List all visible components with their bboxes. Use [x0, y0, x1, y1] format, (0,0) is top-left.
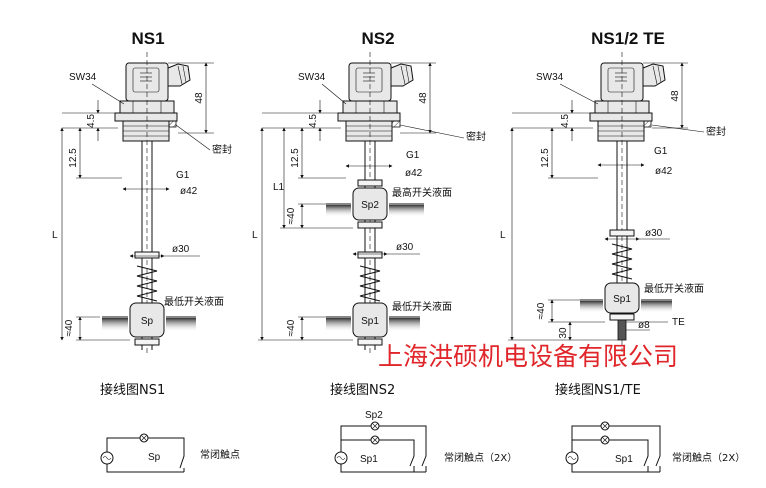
switch-label: Sp1 — [360, 454, 378, 465]
label-g1: G1 — [406, 150, 420, 161]
dim-l: L — [52, 230, 58, 241]
label-sw34: SW34 — [536, 72, 564, 83]
dim-4-5: 4.5 — [86, 114, 97, 128]
switch-label: Sp1 — [615, 454, 633, 465]
float-label: Sp2 — [361, 200, 379, 211]
ac-source-icon — [565, 451, 579, 465]
dim-12-5: 12.5 — [540, 148, 551, 168]
sensor-ns12te: Sp1 48 4.5 12.5 L ≈40 30 ø42 ø30 ø8 TE S… — [500, 52, 726, 352]
contact-label: 常闭触点（2X） — [444, 451, 517, 464]
float-sp — [129, 302, 165, 338]
dia-30: ø30 — [645, 228, 663, 239]
dim-12-5: 12.5 — [290, 148, 301, 168]
flange — [589, 112, 653, 122]
float-label: Sp1 — [361, 316, 379, 327]
dim-4-5: 4.5 — [308, 114, 319, 128]
wiring-caption-ns1te: 接线图NS1/TE — [555, 382, 641, 398]
dim-l1: L1 — [273, 182, 285, 193]
cable-gland — [642, 63, 666, 87]
flange — [114, 112, 178, 122]
flange — [337, 112, 401, 122]
dia-42: ø42 — [180, 186, 198, 197]
dim-40-lower: ≈40 — [286, 319, 297, 336]
title-ns2: NS2 — [361, 29, 394, 48]
sensor-ns1: Sp 48 4.5 12.5 L ≈40 ø42 ø30 SW34 G1 密封 … — [52, 52, 232, 355]
sensor-ns2: Sp2 Sp1 48 4.5 12.5 L1 L ≈40 ≈40 ø — [252, 52, 486, 355]
float-sp1 — [352, 302, 388, 338]
float-sp1 — [604, 282, 640, 314]
dim-l: L — [252, 230, 258, 241]
dim-l: L — [500, 230, 506, 241]
title-ns1: NS1 — [131, 29, 164, 48]
label-min-level: 最低开关液面 — [644, 282, 704, 295]
label-min-level: 最低开关液面 — [164, 295, 224, 308]
label-max-level: 最高开关液面 — [392, 186, 452, 199]
ac-source-icon — [100, 451, 114, 465]
cable-gland — [390, 63, 414, 87]
wiring-caption-ns2: 接线图NS2 — [330, 382, 395, 398]
company-watermark: 上海洪硕机电设备有限公司 — [378, 342, 678, 371]
float-label: Sp1 — [613, 294, 631, 305]
switch-label: Sp — [148, 452, 161, 463]
bottom-stop — [134, 338, 160, 346]
wiring-caption-ns1: 接线图NS1 — [100, 382, 165, 398]
connector-face — [132, 67, 160, 93]
label-seal: 密封 — [466, 130, 486, 143]
dia-8: ø8 — [638, 320, 650, 331]
label-seal: 密封 — [706, 125, 726, 138]
spring — [611, 243, 633, 280]
label-sw34: SW34 — [69, 72, 97, 83]
spring — [359, 265, 381, 302]
contact-label: 常闭触点 — [200, 448, 240, 461]
label-te: TE — [672, 317, 685, 328]
dim-40-upper: ≈40 — [286, 207, 297, 224]
wiring-ns1te: Sp1 常闭触点（2X） — [565, 421, 745, 473]
ac-source-icon — [334, 451, 348, 465]
dim-48: 48 — [194, 92, 205, 104]
dim-4-5: 4.5 — [560, 114, 571, 128]
wiring-ns2: Sp2 Sp1 常闭触点（2X） — [334, 410, 517, 473]
dia-30: ø30 — [172, 244, 190, 255]
contact-label: 常闭触点（2X） — [672, 451, 745, 464]
stop-collar — [134, 251, 160, 259]
title-ns12te: NS1/2 TE — [591, 29, 665, 48]
dia-30: ø30 — [396, 242, 414, 253]
dim-40: ≈40 — [536, 302, 547, 319]
float-label: Sp — [141, 316, 154, 327]
label-g1: G1 — [176, 170, 190, 181]
cable-gland — [167, 63, 191, 87]
switch-label: Sp2 — [365, 410, 383, 421]
label-sw34: SW34 — [298, 72, 326, 83]
wiring-ns1: Sp 常闭触点 — [100, 433, 240, 473]
label-g1: G1 — [654, 146, 668, 157]
spring — [136, 265, 158, 302]
label-seal: 密封 — [212, 143, 232, 156]
dia-42: ø42 — [655, 166, 673, 177]
dim-48: 48 — [670, 90, 681, 102]
float-sp2 — [352, 187, 388, 221]
dim-30: 30 — [558, 327, 569, 339]
dim-12-5: 12.5 — [68, 148, 79, 168]
dim-40: ≈40 — [64, 319, 75, 336]
label-min-level: 最低开关液面 — [392, 300, 452, 313]
dia-42: ø42 — [405, 168, 423, 179]
dim-48: 48 — [418, 92, 429, 104]
te-probe — [617, 319, 627, 341]
